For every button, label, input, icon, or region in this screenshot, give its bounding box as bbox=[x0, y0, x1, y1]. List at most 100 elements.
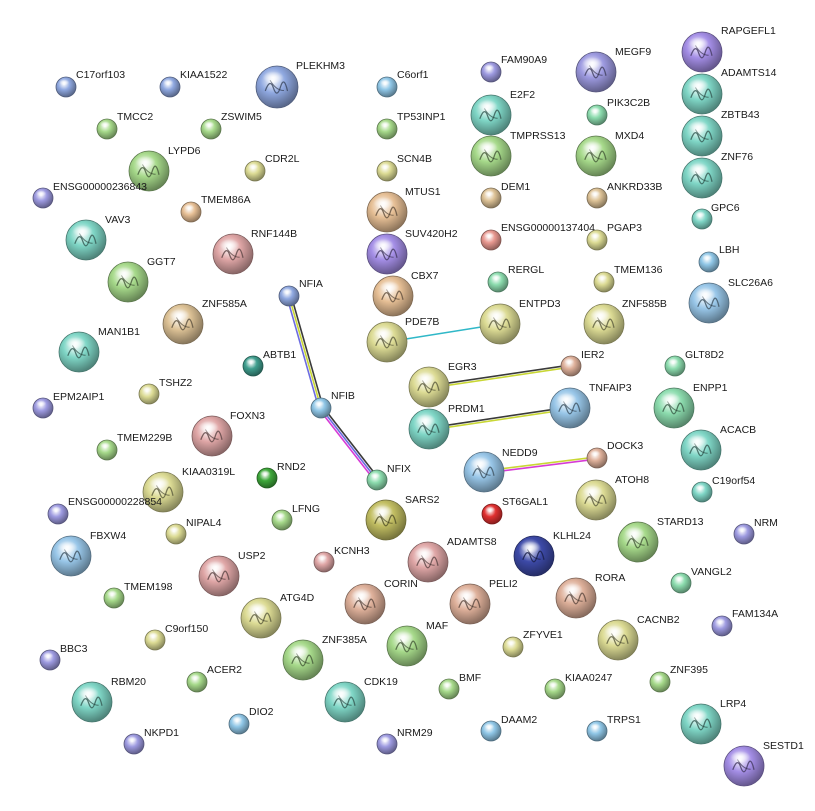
node-plekhm3[interactable]: PLEKHM3 bbox=[255, 60, 345, 109]
node-nfia[interactable]: NFIA bbox=[278, 278, 323, 307]
node-atg4d[interactable]: ATG4D bbox=[240, 592, 315, 639]
node-tmem198[interactable]: TMEM198 bbox=[103, 581, 173, 609]
node-entpd3[interactable]: ENTPD3 bbox=[479, 298, 561, 345]
node-tmprss13[interactable]: TMPRSS13 bbox=[470, 130, 566, 177]
node-rora[interactable]: RORA bbox=[555, 572, 625, 619]
node-sars2[interactable]: SARS2 bbox=[365, 494, 440, 541]
node-scn4b[interactable]: SCN4B bbox=[376, 153, 432, 182]
node-rbm20[interactable]: RBM20 bbox=[71, 676, 146, 723]
node-rnd2[interactable]: RND2 bbox=[256, 461, 306, 489]
node-zbtb43[interactable]: ZBTB43 bbox=[681, 109, 760, 157]
node-lfng[interactable]: LFNG bbox=[271, 503, 320, 531]
node-tmem136[interactable]: TMEM136 bbox=[593, 264, 663, 293]
node-nkpd1[interactable]: NKPD1 bbox=[123, 727, 179, 755]
node-ier2[interactable]: IER2 bbox=[560, 349, 605, 377]
node-kiaa0319l[interactable]: KIAA0319L bbox=[142, 466, 235, 513]
node-tmem86a[interactable]: TMEM86A bbox=[180, 194, 251, 223]
edge-prdm1-tnfaip3[interactable] bbox=[428, 408, 571, 431]
node-cbx7[interactable]: CBX7 bbox=[372, 270, 439, 317]
node-stard13[interactable]: STARD13 bbox=[617, 516, 704, 563]
node-cdr2l[interactable]: CDR2L bbox=[244, 153, 300, 182]
edge-egr3-ier2[interactable] bbox=[428, 364, 572, 387]
node-lrp4[interactable]: LRP4 bbox=[680, 698, 746, 745]
node-dio2[interactable]: DIO2 bbox=[228, 706, 274, 735]
node-adamts8[interactable]: ADAMTS8 bbox=[407, 536, 497, 583]
node-abtb1[interactable]: ABTB1 bbox=[242, 349, 296, 377]
node-maf[interactable]: MAF bbox=[386, 620, 448, 667]
edge-egr3-ier2[interactable] bbox=[428, 366, 572, 389]
node-c9orf150[interactable]: C9orf150 bbox=[144, 623, 208, 651]
node-e2f2[interactable]: E2F2 bbox=[470, 89, 535, 136]
node-acacb[interactable]: ACACB bbox=[680, 424, 756, 471]
node-dock3[interactable]: DOCK3 bbox=[586, 440, 643, 469]
node-sestd1[interactable]: SESTD1 bbox=[723, 740, 804, 787]
node-pgap3[interactable]: PGAP3 bbox=[586, 222, 642, 251]
node-znf585b[interactable]: ZNF585B bbox=[583, 298, 667, 345]
edge-nfia-nfib[interactable] bbox=[290, 294, 324, 409]
node-tnfaip3[interactable]: TNFAIP3 bbox=[549, 382, 632, 429]
node-vav3[interactable]: VAV3 bbox=[65, 214, 130, 261]
node-lbh[interactable]: LBH bbox=[698, 244, 739, 273]
node-c19orf54[interactable]: C19orf54 bbox=[691, 475, 755, 503]
node-cdk19[interactable]: CDK19 bbox=[324, 676, 398, 723]
node-dem1[interactable]: DEM1 bbox=[480, 181, 530, 209]
node-fbxw4[interactable]: FBXW4 bbox=[50, 530, 126, 577]
node-slc26a6[interactable]: SLC26A6 bbox=[688, 277, 773, 324]
node-fam90a9[interactable]: FAM90A9 bbox=[480, 54, 547, 83]
node-kcnh3[interactable]: KCNH3 bbox=[313, 545, 370, 573]
node-ensg00000236843[interactable]: ENSG00000236843 bbox=[32, 181, 147, 209]
node-znf395[interactable]: ZNF395 bbox=[649, 664, 708, 693]
node-corin[interactable]: CORIN bbox=[344, 578, 418, 625]
node-glt8d2[interactable]: GLT8D2 bbox=[664, 349, 724, 377]
node-man1b1[interactable]: MAN1B1 bbox=[58, 326, 140, 373]
node-nedd9[interactable]: NEDD9 bbox=[463, 447, 538, 493]
node-rnf144b[interactable]: RNF144B bbox=[212, 228, 297, 275]
node-ankrd33b[interactable]: ANKRD33B bbox=[586, 181, 662, 209]
node-c6orf1[interactable]: C6orf1 bbox=[376, 69, 429, 98]
node-nrm[interactable]: NRM bbox=[733, 517, 778, 545]
node-enpp1[interactable]: ENPP1 bbox=[653, 382, 728, 429]
node-gpc6[interactable]: GPC6 bbox=[691, 202, 740, 230]
node-rapgefl1[interactable]: RAPGEFL1 bbox=[681, 25, 776, 73]
node-znf76[interactable]: ZNF76 bbox=[681, 151, 753, 199]
node-znf385a[interactable]: ZNF385A bbox=[282, 634, 367, 681]
node-vangl2[interactable]: VANGL2 bbox=[670, 566, 732, 594]
edge-prdm1-tnfaip3[interactable] bbox=[428, 406, 571, 429]
node-suv420h2[interactable]: SUV420H2 bbox=[366, 228, 458, 275]
node-peli2[interactable]: PELI2 bbox=[449, 578, 518, 625]
node-tshz2[interactable]: TSHZ2 bbox=[138, 377, 192, 405]
node-zfyve1[interactable]: ZFYVE1 bbox=[502, 629, 563, 658]
node-klhl24[interactable]: KLHL24 bbox=[513, 530, 591, 577]
node-zswim5[interactable]: ZSWIM5 bbox=[200, 111, 262, 140]
node-nfix[interactable]: NFIX bbox=[366, 463, 411, 491]
edge-nfib-nfix[interactable] bbox=[321, 405, 380, 480]
node-st6gal1[interactable]: ST6GAL1 bbox=[481, 496, 548, 525]
edge-nfib-nfix[interactable] bbox=[320, 407, 378, 481]
edge-nfib-nfix[interactable] bbox=[318, 408, 377, 483]
node-adamts14[interactable]: ADAMTS14 bbox=[681, 67, 777, 115]
node-trps1[interactable]: TRPS1 bbox=[586, 714, 641, 742]
node-bbc3[interactable]: BBC3 bbox=[39, 643, 88, 671]
node-acer2[interactable]: ACER2 bbox=[186, 664, 242, 693]
node-nfib[interactable]: NFIB bbox=[310, 390, 355, 419]
node-znf585a[interactable]: ZNF585A bbox=[162, 298, 247, 345]
node-fam134a[interactable]: FAM134A bbox=[711, 608, 778, 637]
node-nipal4[interactable]: NIPAL4 bbox=[165, 517, 222, 545]
node-ensg00000137404[interactable]: ENSG00000137404 bbox=[480, 222, 595, 251]
node-daam2[interactable]: DAAM2 bbox=[480, 714, 537, 742]
node-egr3[interactable]: EGR3 bbox=[408, 361, 477, 408]
node-c17orf103[interactable]: C17orf103 bbox=[55, 69, 125, 98]
node-megf9[interactable]: MEGF9 bbox=[575, 46, 651, 93]
node-ggt7[interactable]: GGT7 bbox=[107, 256, 176, 303]
node-kiaa0247[interactable]: KIAA0247 bbox=[544, 672, 612, 700]
node-lypd6[interactable]: LYPD6 bbox=[128, 145, 201, 192]
node-epm2aip1[interactable]: EPM2AIP1 bbox=[32, 391, 105, 419]
node-pik3c2b[interactable]: PIK3C2B bbox=[586, 97, 650, 126]
node-ensg00000228854[interactable]: ENSG00000228854 bbox=[47, 496, 162, 525]
node-mxd4[interactable]: MXD4 bbox=[575, 130, 644, 177]
node-usp2[interactable]: USP2 bbox=[198, 550, 266, 597]
node-tmcc2[interactable]: TMCC2 bbox=[96, 111, 153, 140]
node-atoh8[interactable]: ATOH8 bbox=[575, 474, 649, 521]
node-bmf[interactable]: BMF bbox=[438, 672, 481, 700]
node-tmem229b[interactable]: TMEM229B bbox=[96, 432, 172, 461]
